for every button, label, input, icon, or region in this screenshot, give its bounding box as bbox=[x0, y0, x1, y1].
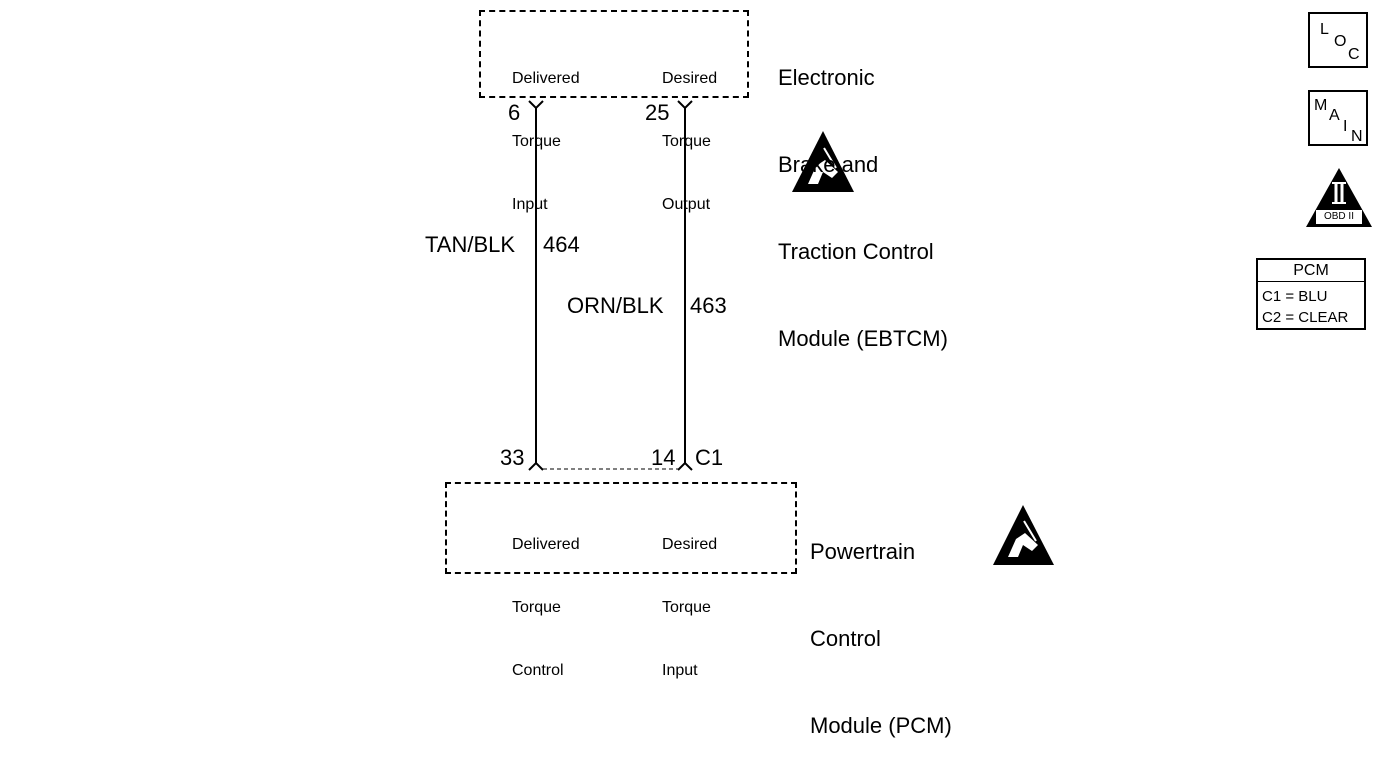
pin-number-25: 25 bbox=[645, 100, 670, 125]
esd-warning-icon bbox=[792, 131, 854, 192]
pin-number-6: 6 bbox=[508, 100, 521, 125]
label-line: Torque bbox=[512, 599, 561, 616]
main-letter-i: I bbox=[1343, 118, 1348, 135]
loc-letter-l: L bbox=[1320, 21, 1329, 38]
pcm-module-box bbox=[445, 482, 797, 574]
name-line: Control bbox=[810, 626, 881, 651]
name-line: Electronic bbox=[778, 65, 875, 90]
label-line: Control bbox=[512, 662, 564, 679]
terminal-pin-25 bbox=[677, 100, 693, 110]
esd-warning-icon bbox=[993, 505, 1054, 565]
wire-color-orn-blk: ORN/BLK bbox=[567, 293, 664, 318]
label-line: Input bbox=[662, 662, 698, 679]
ebtcm-module-name: Electronic Brake and Traction Control Mo… bbox=[778, 5, 948, 382]
loc-letter-o: O bbox=[1334, 33, 1347, 50]
wire-color-tan-blk: TAN/BLK bbox=[425, 232, 516, 257]
main-letter-m: M bbox=[1314, 97, 1328, 114]
label-line: Output bbox=[662, 196, 711, 213]
main-icon: M A I N bbox=[1308, 90, 1368, 146]
pcm-legend-title: PCM bbox=[1258, 260, 1364, 282]
terminal-pin-14 bbox=[677, 461, 693, 471]
pin-number-14: 14 bbox=[651, 445, 676, 470]
obd-ii-icon bbox=[1306, 168, 1372, 227]
name-line: Brake and bbox=[778, 152, 879, 177]
label-line: Desired bbox=[662, 70, 718, 87]
label-line: Delivered bbox=[512, 536, 580, 553]
label-line: Desired bbox=[662, 536, 718, 553]
name-line: Module (PCM) bbox=[810, 713, 952, 738]
label-line: Torque bbox=[662, 133, 711, 150]
name-line: Module (EBTCM) bbox=[778, 326, 948, 351]
main-letter-a: A bbox=[1329, 107, 1340, 124]
wire-circuit-464: 464 bbox=[543, 232, 580, 257]
connector-c1-label: C1 bbox=[695, 445, 724, 470]
name-line: Powertrain bbox=[810, 539, 916, 564]
ebtcm-module-box bbox=[479, 10, 749, 98]
ebtcm-desired-torque-output-label: Desired Torque Output bbox=[662, 26, 717, 236]
pcm-connector-legend: PCM C1 = BLU C2 = CLEAR bbox=[1256, 258, 1366, 330]
terminal-pin-33 bbox=[528, 461, 544, 471]
pcm-delivered-torque-control-label: Delivered Torque Control bbox=[512, 492, 580, 702]
pcm-legend-row-c1: C1 = BLU bbox=[1262, 288, 1328, 305]
ebtcm-delivered-torque-input-label: Delivered Torque Input bbox=[512, 26, 580, 236]
pcm-legend-row-c2: C2 = CLEAR bbox=[1262, 309, 1349, 326]
terminal-pin-6 bbox=[528, 100, 544, 110]
label-line: Torque bbox=[512, 133, 561, 150]
label-line: Torque bbox=[662, 599, 711, 616]
pin-number-33: 33 bbox=[500, 445, 525, 470]
wire-circuit-463: 463 bbox=[690, 293, 727, 318]
label-line: Delivered bbox=[512, 70, 580, 87]
label-line: Input bbox=[512, 196, 548, 213]
loc-icon: L O C bbox=[1308, 12, 1368, 68]
pcm-desired-torque-input-label: Desired Torque Input bbox=[662, 492, 717, 702]
loc-letter-c: C bbox=[1348, 46, 1360, 63]
name-line: Traction Control bbox=[778, 239, 934, 264]
obd-ii-text: OBD II bbox=[1323, 211, 1354, 222]
pcm-module-name: Powertrain Control Module (PCM) bbox=[810, 479, 952, 769]
main-letter-n: N bbox=[1351, 128, 1363, 145]
wiring-canvas bbox=[528, 100, 1372, 565]
